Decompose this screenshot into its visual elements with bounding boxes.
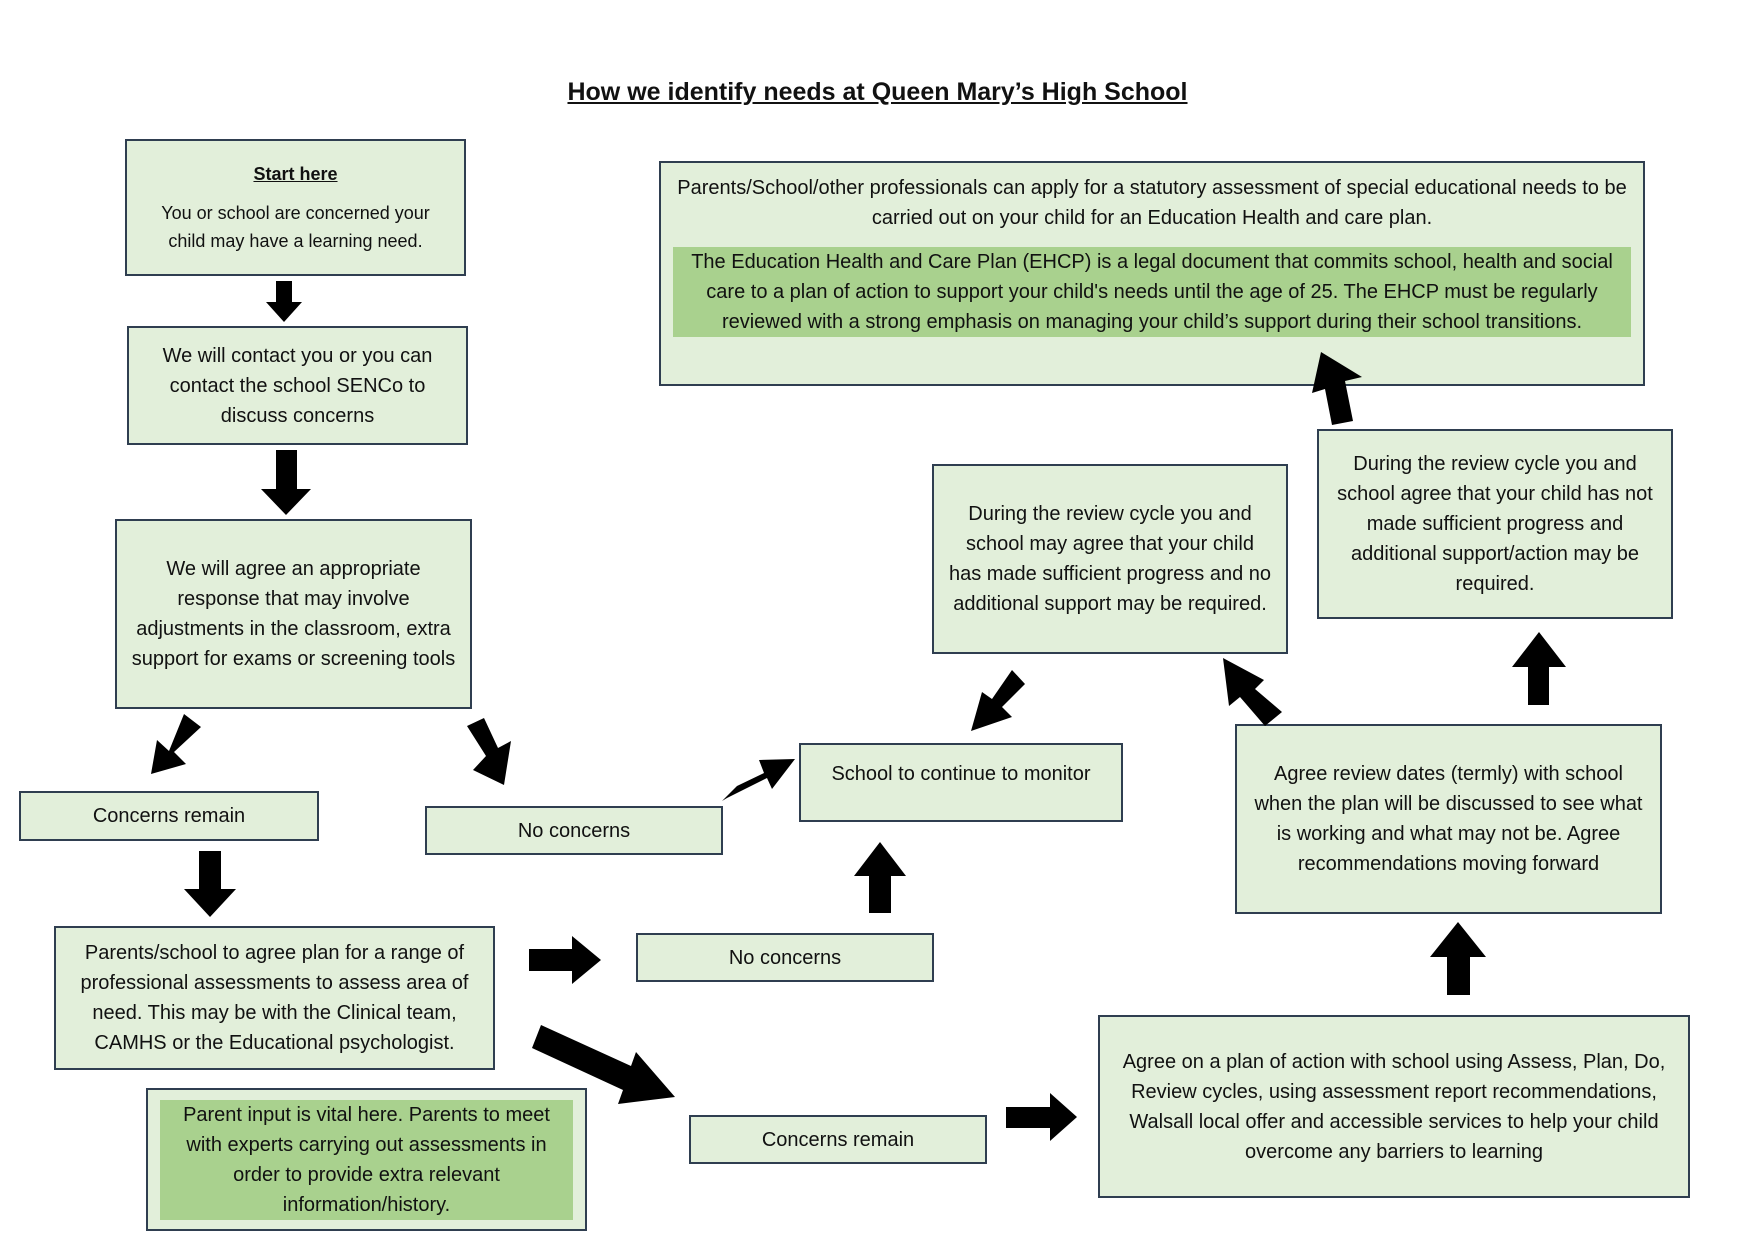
- arrow-assessments-to-no-concerns-2: [529, 936, 601, 984]
- arrow-contact-to-response: [261, 450, 311, 515]
- page-title: How we identify needs at Queen Mary’s Hi…: [567, 78, 1188, 106]
- arrow-concerns-remain-2-to-plan: [1006, 1093, 1077, 1141]
- plan-of-action-box: Agree on a plan of action with school us…: [1098, 1015, 1690, 1198]
- arrow-concerns-remain-1-to-assessments: [184, 851, 236, 917]
- concerns-remain-box-2: Concerns remain: [689, 1115, 987, 1164]
- no-concerns-box-2: No concerns: [636, 933, 934, 982]
- sufficient-progress-text: During the review cycle you and school m…: [948, 503, 1272, 615]
- insufficient-progress-box: During the review cycle you and school a…: [1317, 429, 1673, 619]
- start-heading: Start here: [253, 163, 338, 184]
- arrow-review-to-sufficient: [1223, 658, 1282, 726]
- agree-response-box: We will agree an appropriate response th…: [115, 519, 472, 709]
- no-concerns-box-1: No concerns: [425, 806, 723, 855]
- arrow-no-concerns-1-to-monitor: [722, 759, 795, 801]
- monitor-text: School to continue to monitor: [831, 763, 1091, 785]
- ehcp-highlight: The Education Health and Care Plan (EHCP…: [673, 247, 1631, 337]
- parent-input-box: Parent input is vital here. Parents to m…: [146, 1088, 587, 1231]
- plan-of-action-text: Agree on a plan of action with school us…: [1122, 1050, 1666, 1163]
- review-dates-text: Agree review dates (termly) with school …: [1254, 763, 1643, 875]
- assessments-plan-box: Parents/school to agree plan for a range…: [54, 926, 495, 1070]
- assessments-plan-text: Parents/school to agree plan for a range…: [80, 942, 469, 1054]
- arrow-start-to-contact: [266, 281, 302, 322]
- contact-senco-text: We will contact you or you can contact t…: [162, 344, 433, 427]
- arrow-response-to-no-concerns-1: [467, 718, 511, 785]
- concerns-remain-text-1: Concerns remain: [92, 805, 246, 827]
- concerns-remain-text-2: Concerns remain: [761, 1128, 915, 1151]
- arrow-no-concerns-2-to-monitor: [854, 842, 906, 913]
- concerns-remain-box-1: Concerns remain: [19, 791, 319, 841]
- arrow-sufficient-to-monitor: [971, 670, 1025, 731]
- no-concerns-text-2: No concerns: [728, 946, 842, 969]
- ehcp-text: Parents/School/other professionals can a…: [677, 177, 1627, 229]
- no-concerns-text-1: No concerns: [517, 819, 631, 842]
- arrow-response-to-concerns-remain-1: [151, 714, 201, 774]
- parent-input-highlight: Parent input is vital here. Parents to m…: [160, 1099, 573, 1220]
- insufficient-progress-text: During the review cycle you and school a…: [1337, 453, 1653, 595]
- review-dates-box: Agree review dates (termly) with school …: [1235, 724, 1662, 914]
- start-text: You or school are concerned your child m…: [161, 202, 430, 251]
- contact-senco-box: We will contact you or you can contact t…: [127, 326, 468, 445]
- arrow-plan-to-review: [1430, 922, 1486, 995]
- start-box: Start here You or school are concerned y…: [125, 139, 466, 276]
- monitor-box: School to continue to monitor: [799, 743, 1123, 822]
- ehcp-box: Parents/School/other professionals can a…: [659, 161, 1645, 386]
- sufficient-progress-box: During the review cycle you and school m…: [932, 464, 1288, 654]
- agree-response-text: We will agree an appropriate response th…: [131, 558, 456, 670]
- arrow-review-to-insufficient: [1512, 632, 1566, 705]
